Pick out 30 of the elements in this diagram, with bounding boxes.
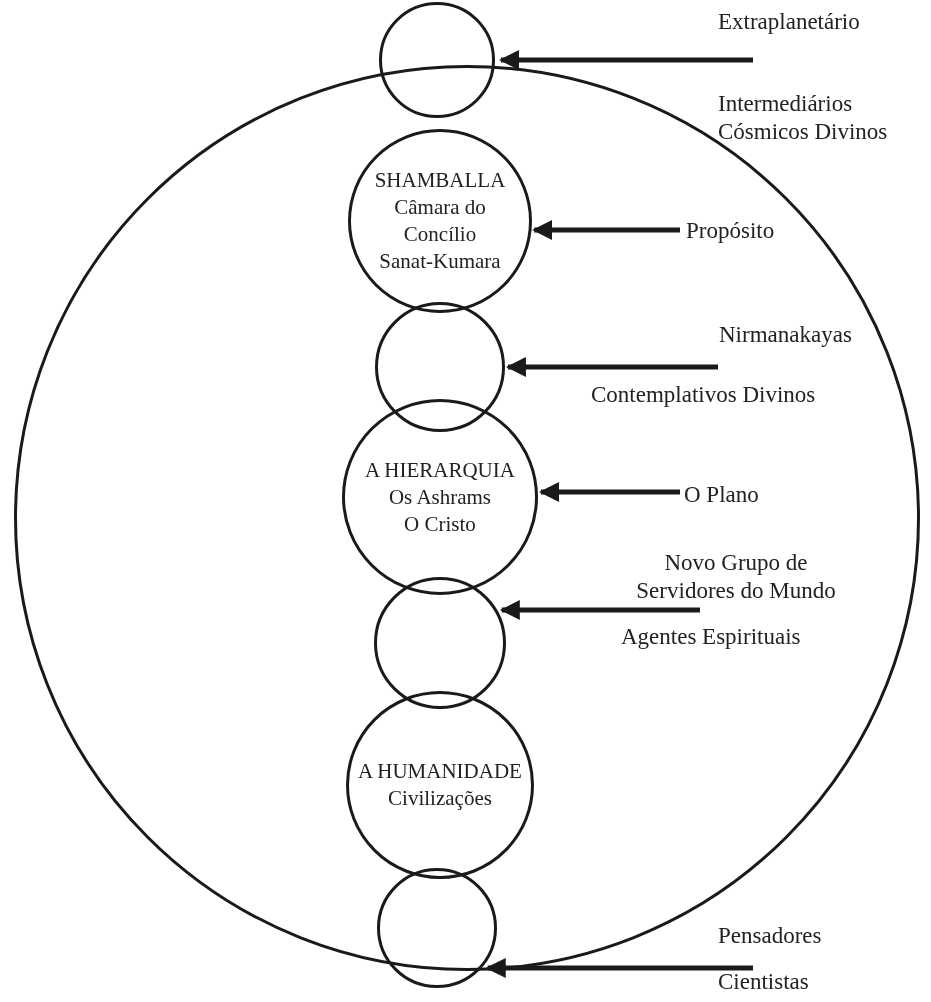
circle-text: Câmara do Concílio Sanat-Kumara (378, 194, 502, 275)
circle (348, 129, 532, 313)
side-label: Contemplativos Divinos (591, 381, 816, 409)
circle-heading: A HIERARQUIA (365, 456, 515, 484)
arrow (539, 482, 680, 502)
side-label: Intermediários Cósmicos Divinos (718, 90, 889, 146)
side-label: Pensadores (718, 922, 822, 950)
circle (375, 302, 505, 432)
circle (342, 399, 538, 595)
side-label: Propósito (686, 217, 775, 245)
circle (374, 577, 506, 709)
side-label: Cientistas (718, 968, 809, 996)
arrow (532, 220, 680, 240)
arrow (485, 958, 753, 978)
side-label: Extraplanetário (718, 8, 860, 36)
circle (379, 2, 495, 118)
circle-text: Civilizações (388, 785, 492, 812)
arrow (505, 357, 718, 377)
circle-heading: SHAMBALLA (374, 167, 506, 194)
side-label: O Plano (684, 481, 759, 509)
side-label: Novo Grupo de Servidores do Mundo (635, 549, 837, 605)
circle (14, 65, 920, 971)
circle (377, 868, 497, 988)
circle-heading: A HUMANIDADE (358, 758, 522, 785)
arrow (499, 600, 700, 620)
side-label: Nirmanakayas (719, 321, 852, 349)
circle (346, 691, 534, 879)
side-label: Agentes Espirituais (621, 623, 801, 651)
arrow (499, 50, 753, 70)
circle-text: Os Ashrams O Cristo (387, 483, 493, 538)
